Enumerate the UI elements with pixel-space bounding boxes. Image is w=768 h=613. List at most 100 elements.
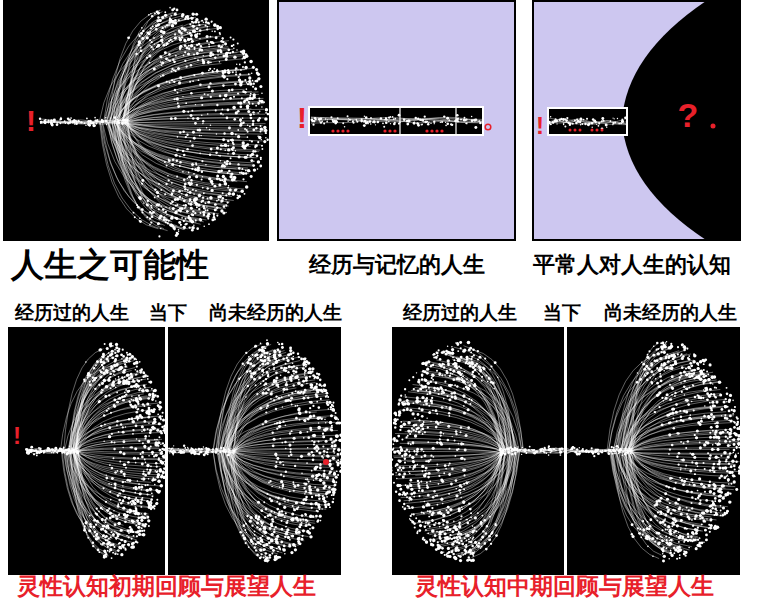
particle-dot — [208, 223, 210, 225]
particle-dot — [441, 121, 443, 123]
particle-dot — [479, 120, 480, 121]
particle-dot — [419, 119, 421, 121]
particle-dot — [149, 45, 151, 47]
particle-dot — [196, 52, 199, 55]
particle-dot — [257, 141, 259, 143]
particle-dot — [216, 133, 218, 135]
particle-dot — [156, 470, 158, 472]
particle-dot — [208, 177, 211, 180]
particle-dot — [474, 126, 477, 129]
particle-dot — [189, 140, 191, 142]
particle-dot — [443, 115, 445, 117]
particle-dot — [151, 207, 153, 209]
particle-dot — [370, 117, 372, 119]
particle-dot — [177, 67, 180, 70]
particle-dot — [258, 77, 260, 79]
particle-dot — [242, 172, 245, 175]
particle-dot — [41, 450, 43, 452]
particle-dot — [209, 196, 212, 199]
particle-dot — [192, 13, 195, 16]
particle-dot — [113, 364, 116, 367]
particle-dot — [160, 228, 161, 229]
particle-dot — [365, 122, 368, 125]
particle-dot — [173, 60, 176, 63]
particle-dot — [252, 123, 254, 125]
particle-dot — [189, 198, 192, 201]
particle-dot — [40, 449, 41, 450]
particle-dot — [430, 122, 432, 124]
particle-dot — [103, 487, 105, 489]
particle-dot — [51, 452, 52, 453]
particle-dot — [249, 60, 253, 64]
particle-dot — [157, 222, 160, 225]
particle-dot — [192, 117, 195, 120]
particle-dot — [113, 399, 116, 402]
particle-dot — [135, 509, 138, 512]
particle-dot — [219, 61, 220, 62]
particle-dot — [448, 119, 450, 121]
particle-dot — [253, 168, 256, 171]
particle-dot — [385, 118, 387, 120]
particle-dot — [87, 373, 89, 375]
particle-dot — [360, 120, 363, 123]
particle-dot — [142, 477, 145, 480]
particle-dot — [159, 215, 162, 218]
particle-dot — [195, 18, 198, 21]
particle-dot — [150, 221, 152, 223]
particle-dot — [54, 447, 57, 450]
particle-dot — [471, 119, 474, 122]
particle-dot — [207, 94, 209, 96]
particle-dot — [84, 527, 86, 529]
particle-dot — [40, 451, 43, 454]
particle-dot — [416, 122, 418, 124]
particle-dot — [106, 528, 107, 529]
particle-dot — [114, 523, 117, 526]
red-dots — [331, 124, 715, 133]
particle-dot — [175, 55, 177, 57]
particle-dot — [93, 367, 96, 370]
particle-dot — [232, 193, 234, 195]
particle-dot — [116, 420, 118, 422]
particle-dot — [150, 46, 152, 48]
particle-dot — [229, 52, 231, 54]
particle-dot — [120, 539, 123, 542]
particle-dot — [125, 426, 126, 427]
particle-dot — [204, 17, 207, 20]
particle-dot — [195, 190, 197, 192]
particle-dot — [100, 371, 103, 374]
particle-dot — [224, 94, 227, 97]
particle-dot — [138, 196, 141, 199]
particle-dot — [183, 205, 185, 207]
particle-dot — [138, 397, 141, 400]
particle-dot — [242, 58, 244, 60]
particle-dot — [146, 469, 148, 471]
particle-dot — [36, 455, 38, 457]
particle-dot — [162, 62, 164, 64]
particle-dot — [199, 29, 202, 32]
particle-dot — [231, 139, 234, 142]
particle-dot — [445, 124, 447, 126]
particle-dot — [249, 95, 251, 97]
particle-dot — [220, 160, 222, 162]
particle-dot — [65, 122, 67, 124]
fan-ray — [70, 452, 107, 553]
particle-dot — [161, 27, 163, 29]
particle-dot — [259, 165, 262, 168]
particle-dot — [199, 38, 200, 39]
particle-dot — [185, 194, 188, 197]
particle-dot — [206, 187, 208, 189]
particle-dot — [135, 53, 137, 55]
particle-dot — [141, 179, 144, 182]
particle-dot — [157, 12, 160, 15]
particle-dot — [342, 122, 344, 124]
particle-dot — [96, 538, 98, 540]
particle-dot — [160, 76, 162, 78]
particle-dot — [213, 215, 215, 217]
particle-dot — [256, 72, 259, 75]
particle-dot — [165, 183, 167, 185]
particle-dot — [141, 211, 143, 213]
particle-dot — [139, 492, 142, 495]
particle-dot — [84, 380, 86, 382]
particle-dot — [260, 131, 262, 133]
particle-dot — [124, 481, 126, 483]
